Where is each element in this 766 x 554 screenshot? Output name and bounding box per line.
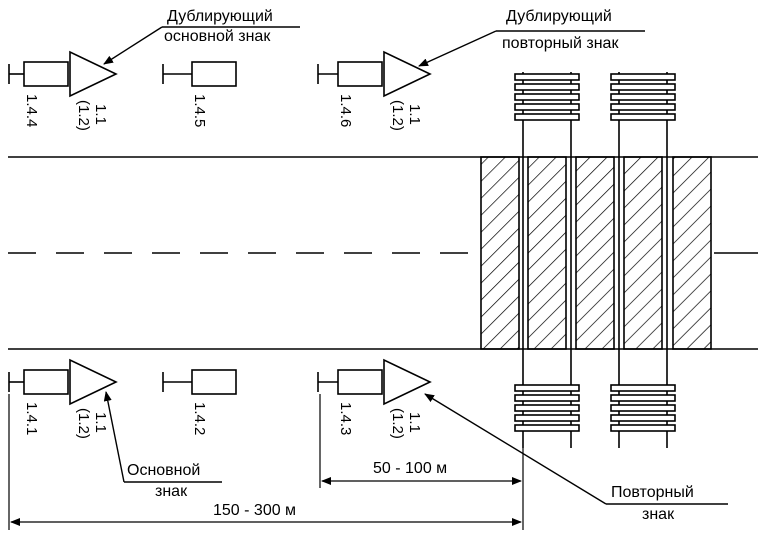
label-main-line1: Основной xyxy=(127,462,200,479)
sleepers-bottom xyxy=(514,384,676,432)
dimension-short: 50 - 100 м xyxy=(373,460,447,477)
code-tri-top1-b: (1.2) xyxy=(75,100,92,131)
label-main-line2: знак xyxy=(155,483,188,500)
sign-triangle-top-1 xyxy=(69,50,118,98)
code-tri-bot1-b: (1.2) xyxy=(75,408,92,439)
leader-duplicate-repeat xyxy=(418,30,497,67)
sign-triangle-bottom-1 xyxy=(69,358,118,406)
sign-triangle-bottom-2 xyxy=(383,358,432,406)
leader-duplicate-main xyxy=(103,26,163,65)
sign-plate-1-4-3 xyxy=(317,369,383,395)
code-tri-top1-a: 1.1 xyxy=(92,104,109,125)
label-duplicate-main-line1: Дублирующий xyxy=(167,8,273,25)
leader-main xyxy=(103,391,125,483)
label-repeat-line1: Повторный xyxy=(611,484,694,501)
code-1-4-1: 1.4.1 xyxy=(23,402,40,435)
label-duplicate-repeat-line2: повторный знак xyxy=(502,35,619,52)
sign-plate-1-4-2 xyxy=(162,369,237,395)
sign-plate-1-4-6 xyxy=(317,61,383,87)
label-repeat-line2: знак xyxy=(642,506,675,523)
dimension-long: 150 - 300 м xyxy=(213,502,296,519)
code-1-4-4: 1.4.4 xyxy=(23,94,40,127)
sleepers-top xyxy=(514,73,676,121)
code-tri-top2-a: 1.1 xyxy=(406,104,423,125)
sign-plate-1-4-4 xyxy=(8,61,69,87)
sign-plate-1-4-1 xyxy=(8,369,69,395)
label-duplicate-main-line2: основной знак xyxy=(164,28,271,45)
leader-repeat xyxy=(424,393,607,505)
label-duplicate-repeat-line1: Дублирующий xyxy=(506,8,612,25)
sign-triangle-top-2 xyxy=(383,50,432,98)
code-tri-top2-b: (1.2) xyxy=(389,100,406,131)
sign-plate-1-4-5 xyxy=(162,61,237,87)
code-1-4-6: 1.4.6 xyxy=(337,94,354,127)
code-1-4-2: 1.4.2 xyxy=(191,402,208,435)
code-1-4-5: 1.4.5 xyxy=(191,94,208,127)
code-tri-bot2-a: 1.1 xyxy=(406,412,423,433)
code-tri-bot2-b: (1.2) xyxy=(389,408,406,439)
railway-crossing-deck xyxy=(480,156,712,350)
code-tri-bot1-a: 1.1 xyxy=(92,412,109,433)
code-1-4-3: 1.4.3 xyxy=(337,402,354,435)
